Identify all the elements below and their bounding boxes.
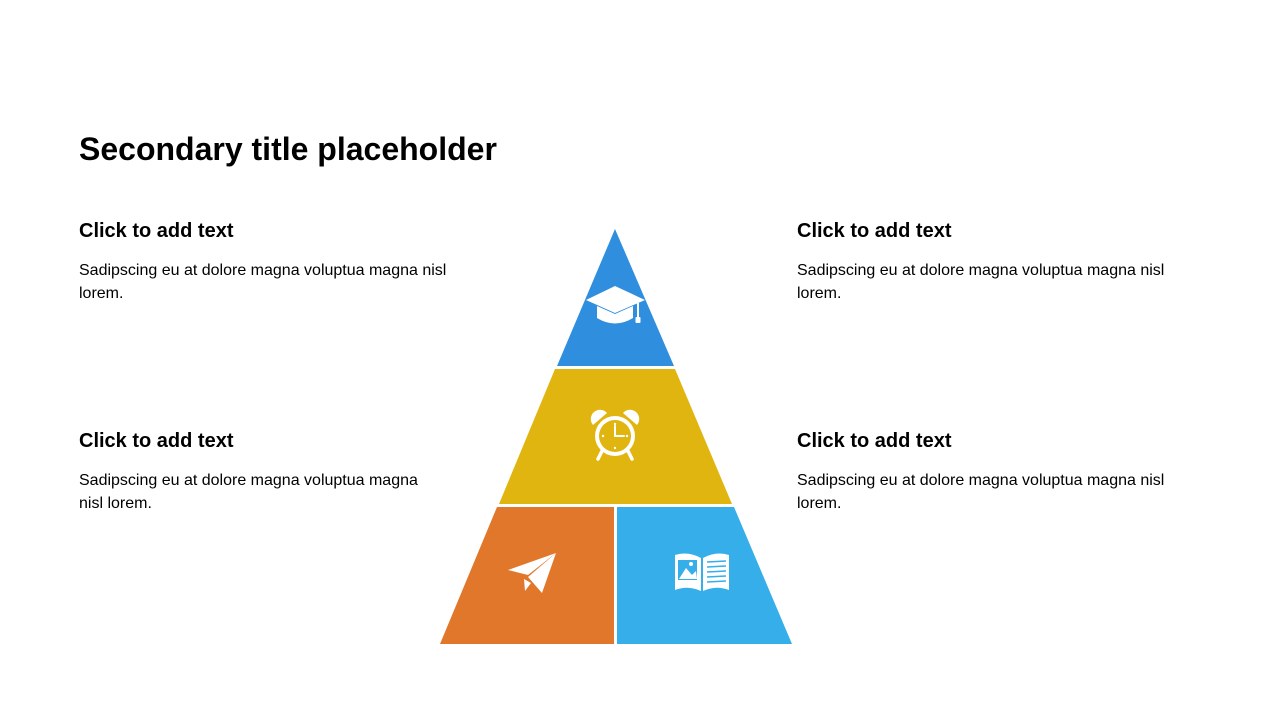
- pyramid-segment-bottom-left: [440, 507, 614, 644]
- block-heading: Click to add text: [797, 220, 952, 242]
- text-block-top-left: Click to add text Sadipscing eu at dolor…: [79, 218, 449, 305]
- slide-title: Secondary title placeholder: [79, 131, 497, 167]
- block-body: Sadipscing eu at dolore magna voluptua m…: [797, 472, 1165, 512]
- alarm-clock-icon: [590, 409, 640, 461]
- text-block-bottom-right: Click to add text Sadipscing eu at dolor…: [797, 428, 1169, 515]
- open-book-icon: [675, 553, 729, 591]
- paper-plane-icon: [508, 553, 556, 593]
- text-block-bottom-left: Click to add text Sadipscing eu at dolor…: [79, 428, 424, 515]
- block-body: Sadipscing eu at dolore magna voluptua m…: [79, 262, 447, 302]
- block-heading: Click to add text: [79, 220, 234, 242]
- text-block-top-right: Click to add text Sadipscing eu at dolor…: [797, 218, 1169, 305]
- block-body: Sadipscing eu at dolore magna voluptua m…: [79, 472, 418, 512]
- graduation-cap-icon: [586, 286, 645, 324]
- block-heading: Click to add text: [797, 430, 952, 452]
- block-body: Sadipscing eu at dolore magna voluptua m…: [797, 262, 1165, 302]
- block-heading: Click to add text: [79, 430, 234, 452]
